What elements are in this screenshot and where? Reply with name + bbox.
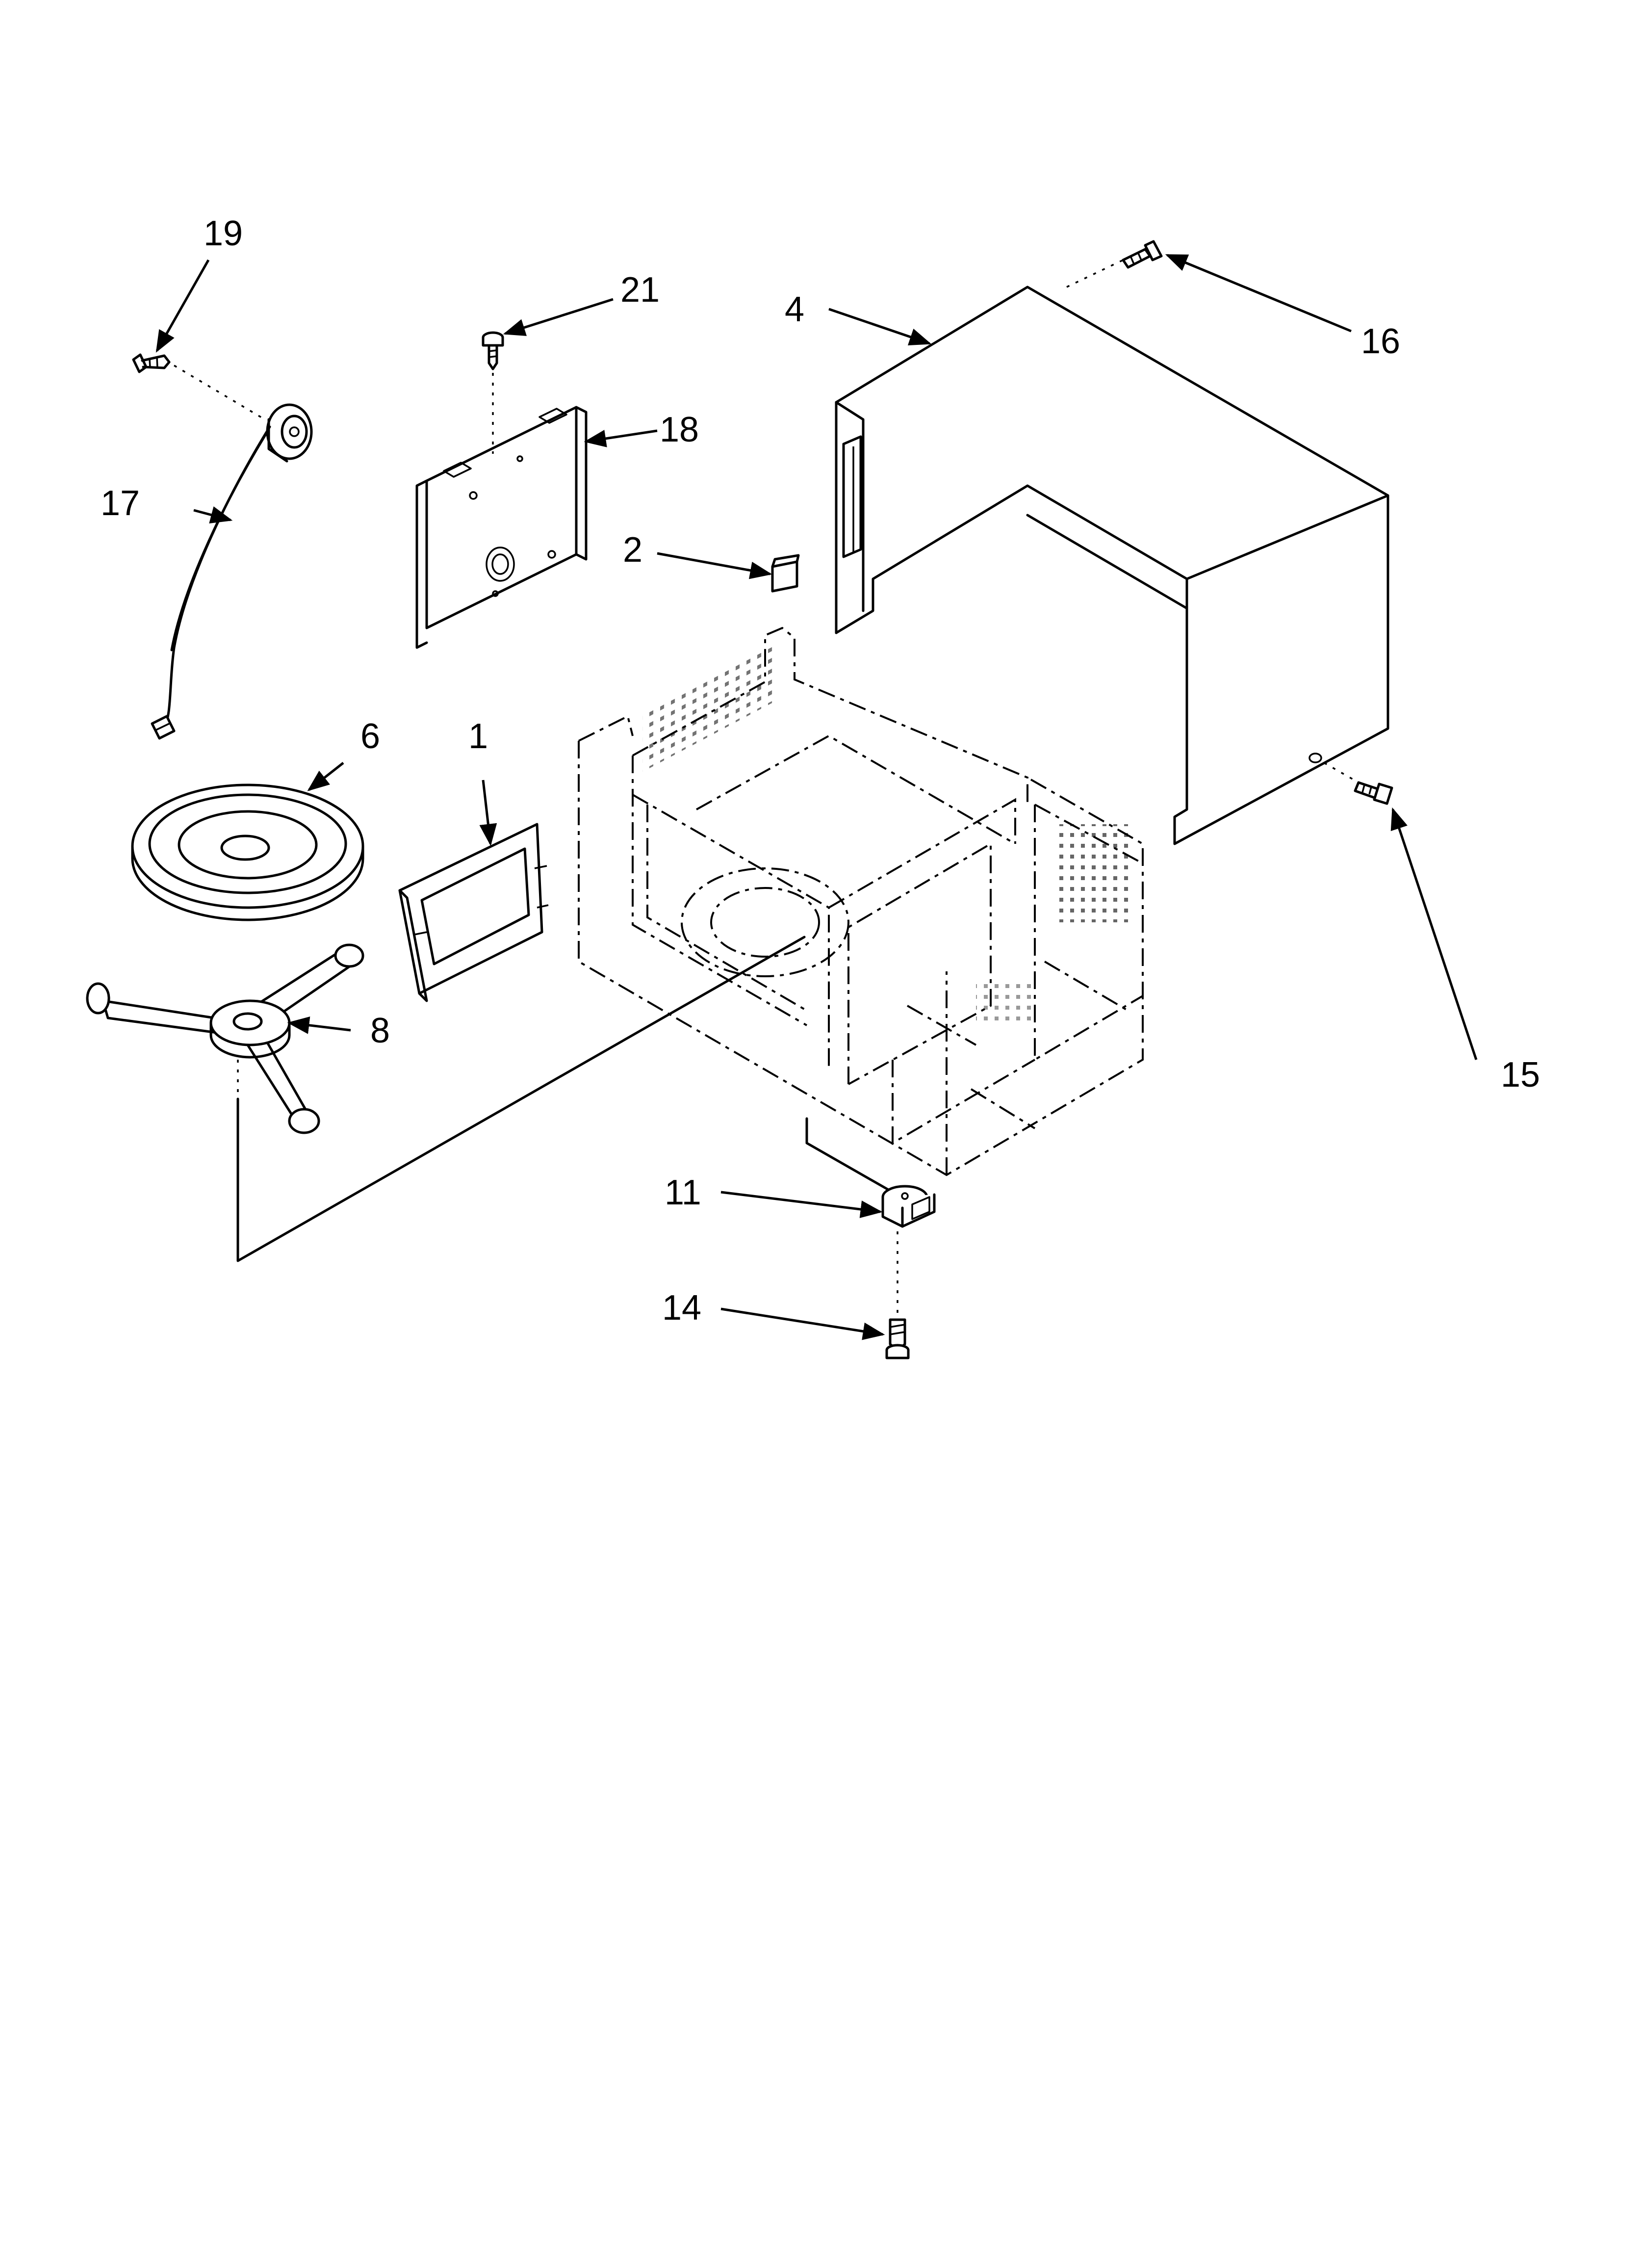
oven-chassis-outline (578, 626, 1144, 1176)
part-17-sensor-assembly (151, 403, 313, 740)
callout-4: 4 (785, 290, 804, 329)
part-19-screw (132, 353, 265, 420)
part-6-turntable-tray (131, 783, 364, 921)
callout-16: 16 (1361, 322, 1400, 361)
leader-arrows (155, 254, 1478, 1340)
callout-17: 17 (101, 484, 140, 523)
part-1-frame (398, 823, 549, 1002)
part-15-screw (1324, 762, 1393, 805)
outer-cabinet-wrapper (835, 286, 1389, 845)
callout-6: 6 (360, 717, 380, 756)
callout-8: 8 (370, 1011, 390, 1050)
callout-14: 14 (662, 1288, 701, 1328)
part-18-bracket (415, 406, 588, 649)
assembly-reference-line (236, 936, 806, 1262)
part-2-filter (771, 554, 800, 593)
callout-19: 19 (204, 214, 243, 253)
callout-18: 18 (660, 410, 699, 449)
callout-21: 21 (620, 270, 660, 310)
callout-11: 11 (665, 1173, 701, 1212)
callout-1: 1 (468, 717, 488, 756)
part-16-screw (1066, 240, 1163, 288)
callout-2: 2 (623, 530, 642, 570)
callout-15: 15 (1501, 1055, 1540, 1095)
part-14-screw (885, 1318, 910, 1359)
part-21-screw (482, 331, 504, 454)
part-8-roller-support (86, 943, 364, 1134)
part-11-motor (805, 1117, 936, 1315)
